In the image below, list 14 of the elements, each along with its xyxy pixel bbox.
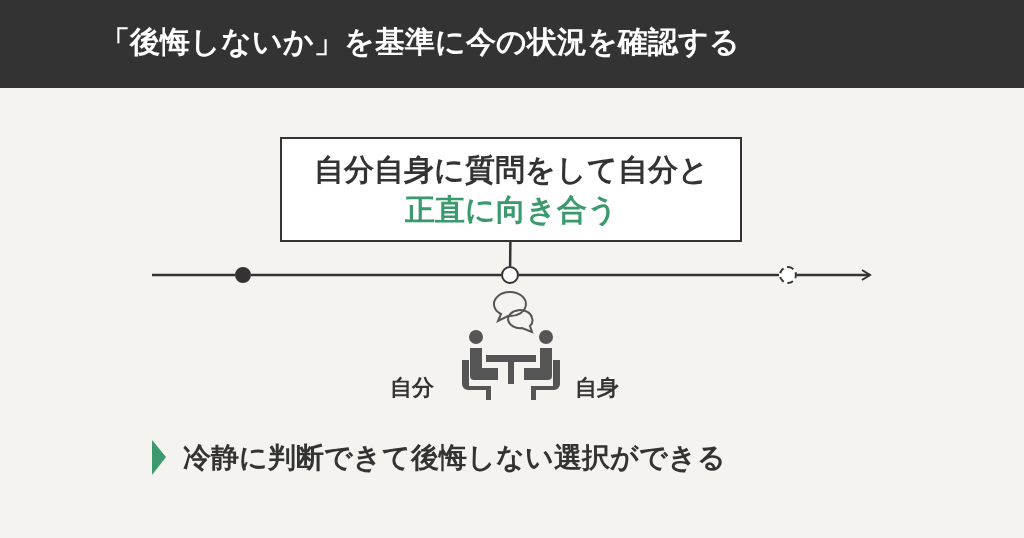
connector-line [519, 273, 779, 277]
title: 「後悔しないか」を基準に今の状況を確認する [100, 23, 740, 61]
connector-line [152, 273, 235, 277]
arrow [797, 269, 871, 281]
filled-dot [235, 267, 251, 283]
box-text: 自分自身に質問をして自分と 正直に向き合う [313, 150, 709, 229]
connector-line [251, 273, 501, 277]
connector-line [508, 242, 512, 266]
person-label: 自身 [575, 374, 619, 402]
conclusion-text: 冷静に判断できて後悔しない選択ができる [183, 440, 726, 476]
text-box [280, 137, 742, 242]
dashed-circle [779, 266, 797, 284]
person-label: 自分 [390, 374, 434, 402]
open-circle [501, 266, 519, 284]
